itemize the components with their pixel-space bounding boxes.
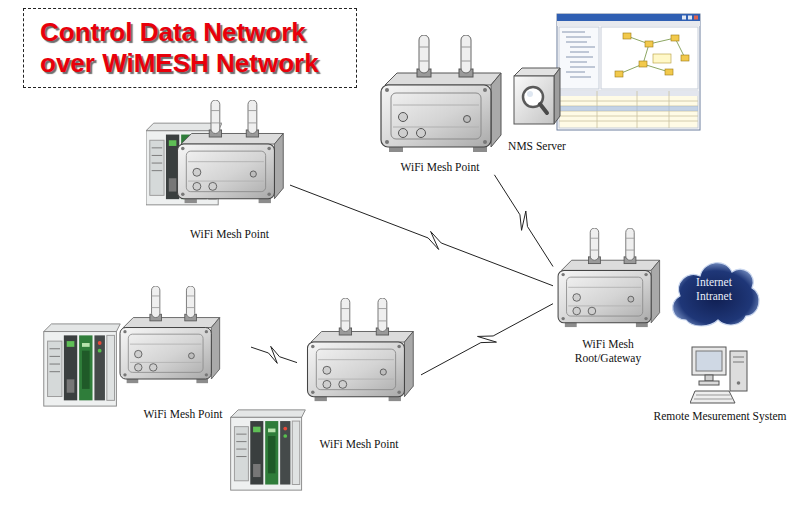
nms-screenshot-part	[559, 27, 599, 89]
mesh-icon	[172, 100, 287, 204]
nms-screenshot-part-part	[566, 37, 591, 38]
node-label: WiFi Mesh Point	[115, 408, 251, 422]
node-label: NMS Server	[503, 140, 571, 154]
mesh-icon	[120, 286, 220, 383]
nms-screenshot-part-part	[559, 101, 698, 102]
nms-screenshot-part	[688, 16, 692, 20]
wireless-link	[494, 175, 553, 267]
nms-screenshot-part	[559, 91, 698, 128]
nms-screenshot-part	[557, 14, 700, 130]
nms-screenshot-part-part	[570, 62, 587, 63]
nms-screenshot-part-part	[645, 41, 653, 47]
wireless-link	[251, 346, 297, 363]
nms-screenshot-part-part	[639, 61, 647, 67]
mesh-point: WiFi Mesh Point	[297, 298, 421, 452]
nms-screenshot-part	[559, 91, 698, 128]
node-label: Internet Intranet	[686, 276, 742, 304]
plc-unit	[44, 324, 120, 406]
mesh-icon	[553, 228, 663, 328]
mesh-icon	[178, 100, 284, 203]
mesh-icon	[381, 35, 501, 152]
mesh-icon	[115, 286, 223, 384]
nms-screenshot-part	[615, 33, 689, 77]
wireless-link	[421, 304, 553, 375]
node-label: Remote Mesurement System	[642, 410, 798, 424]
pc-icon	[690, 347, 747, 403]
nms-screenshot-part-part	[570, 67, 595, 68]
mesh-point: WiFi Mesh Point	[115, 286, 251, 422]
nms-screenshot-part-part	[615, 71, 623, 77]
nms-screenshot-part-part	[671, 35, 679, 41]
nms-screenshot-part-part	[562, 32, 585, 33]
nms-screenshot-part	[557, 21, 700, 26]
remote-measurement-system: Remote Mesurement System	[642, 345, 798, 424]
nms-screenshot-part	[557, 14, 700, 21]
nms-icon	[512, 66, 562, 126]
mesh-icon	[302, 298, 417, 402]
mesh-icon	[558, 228, 660, 327]
nms-screenshot-part-part	[566, 42, 587, 43]
nms-screenshot-part-part	[566, 72, 585, 73]
title-frame: Control Data Network over WiMESH Network	[23, 8, 357, 88]
nms-screenshot-part-part	[681, 55, 689, 61]
internet-cloud: Internet Intranet	[666, 250, 762, 330]
nms-screenshot-part-part	[623, 33, 631, 39]
nms-screenshot-part-part	[566, 57, 593, 58]
cloud-shape	[673, 263, 760, 326]
node-label: WiFi Mesh Point	[169, 228, 290, 242]
nms-screenshot-part-part	[570, 52, 589, 53]
wireless-link	[290, 185, 553, 286]
pc-icon	[690, 345, 750, 407]
nms-screenshot-part	[601, 27, 698, 89]
node-label: WiFi Mesh Point	[372, 161, 508, 175]
nms-screenshot-part-part	[559, 116, 698, 117]
nms-screenshot-part	[559, 106, 698, 111]
nms-screenshot-part	[619, 36, 685, 74]
node-label: WiFi Mesh Point	[297, 438, 421, 452]
plc-unit	[231, 410, 306, 490]
nms-icon	[514, 68, 560, 124]
nms-screenshot-part	[694, 16, 698, 20]
nms-screenshot-part	[562, 32, 595, 77]
mesh-icon	[375, 35, 505, 153]
nms-screenshot-part	[682, 16, 686, 20]
node-label: WiFi Mesh Root/Gateway	[567, 338, 649, 366]
nms-screenshot	[557, 14, 700, 130]
nms-screenshot-part-part	[570, 47, 595, 48]
nms-screenshot-part	[559, 91, 698, 96]
diagram-title: Control Data Network over WiMESH Network	[40, 17, 340, 79]
mesh-point: WiFi Mesh Point	[372, 35, 508, 175]
mesh-point: WiFi Mesh Point	[169, 100, 290, 242]
mesh-icon	[307, 298, 413, 401]
nms-screenshot-part-part	[559, 121, 698, 122]
nms-screenshot-part-part	[665, 69, 673, 75]
nms-screenshot-part	[653, 54, 671, 63]
nms-screenshot-part-part	[570, 77, 591, 78]
mesh-root-gateway: WiFi Mesh Root/Gateway	[553, 228, 663, 366]
nms-server: NMS Server	[503, 66, 571, 154]
